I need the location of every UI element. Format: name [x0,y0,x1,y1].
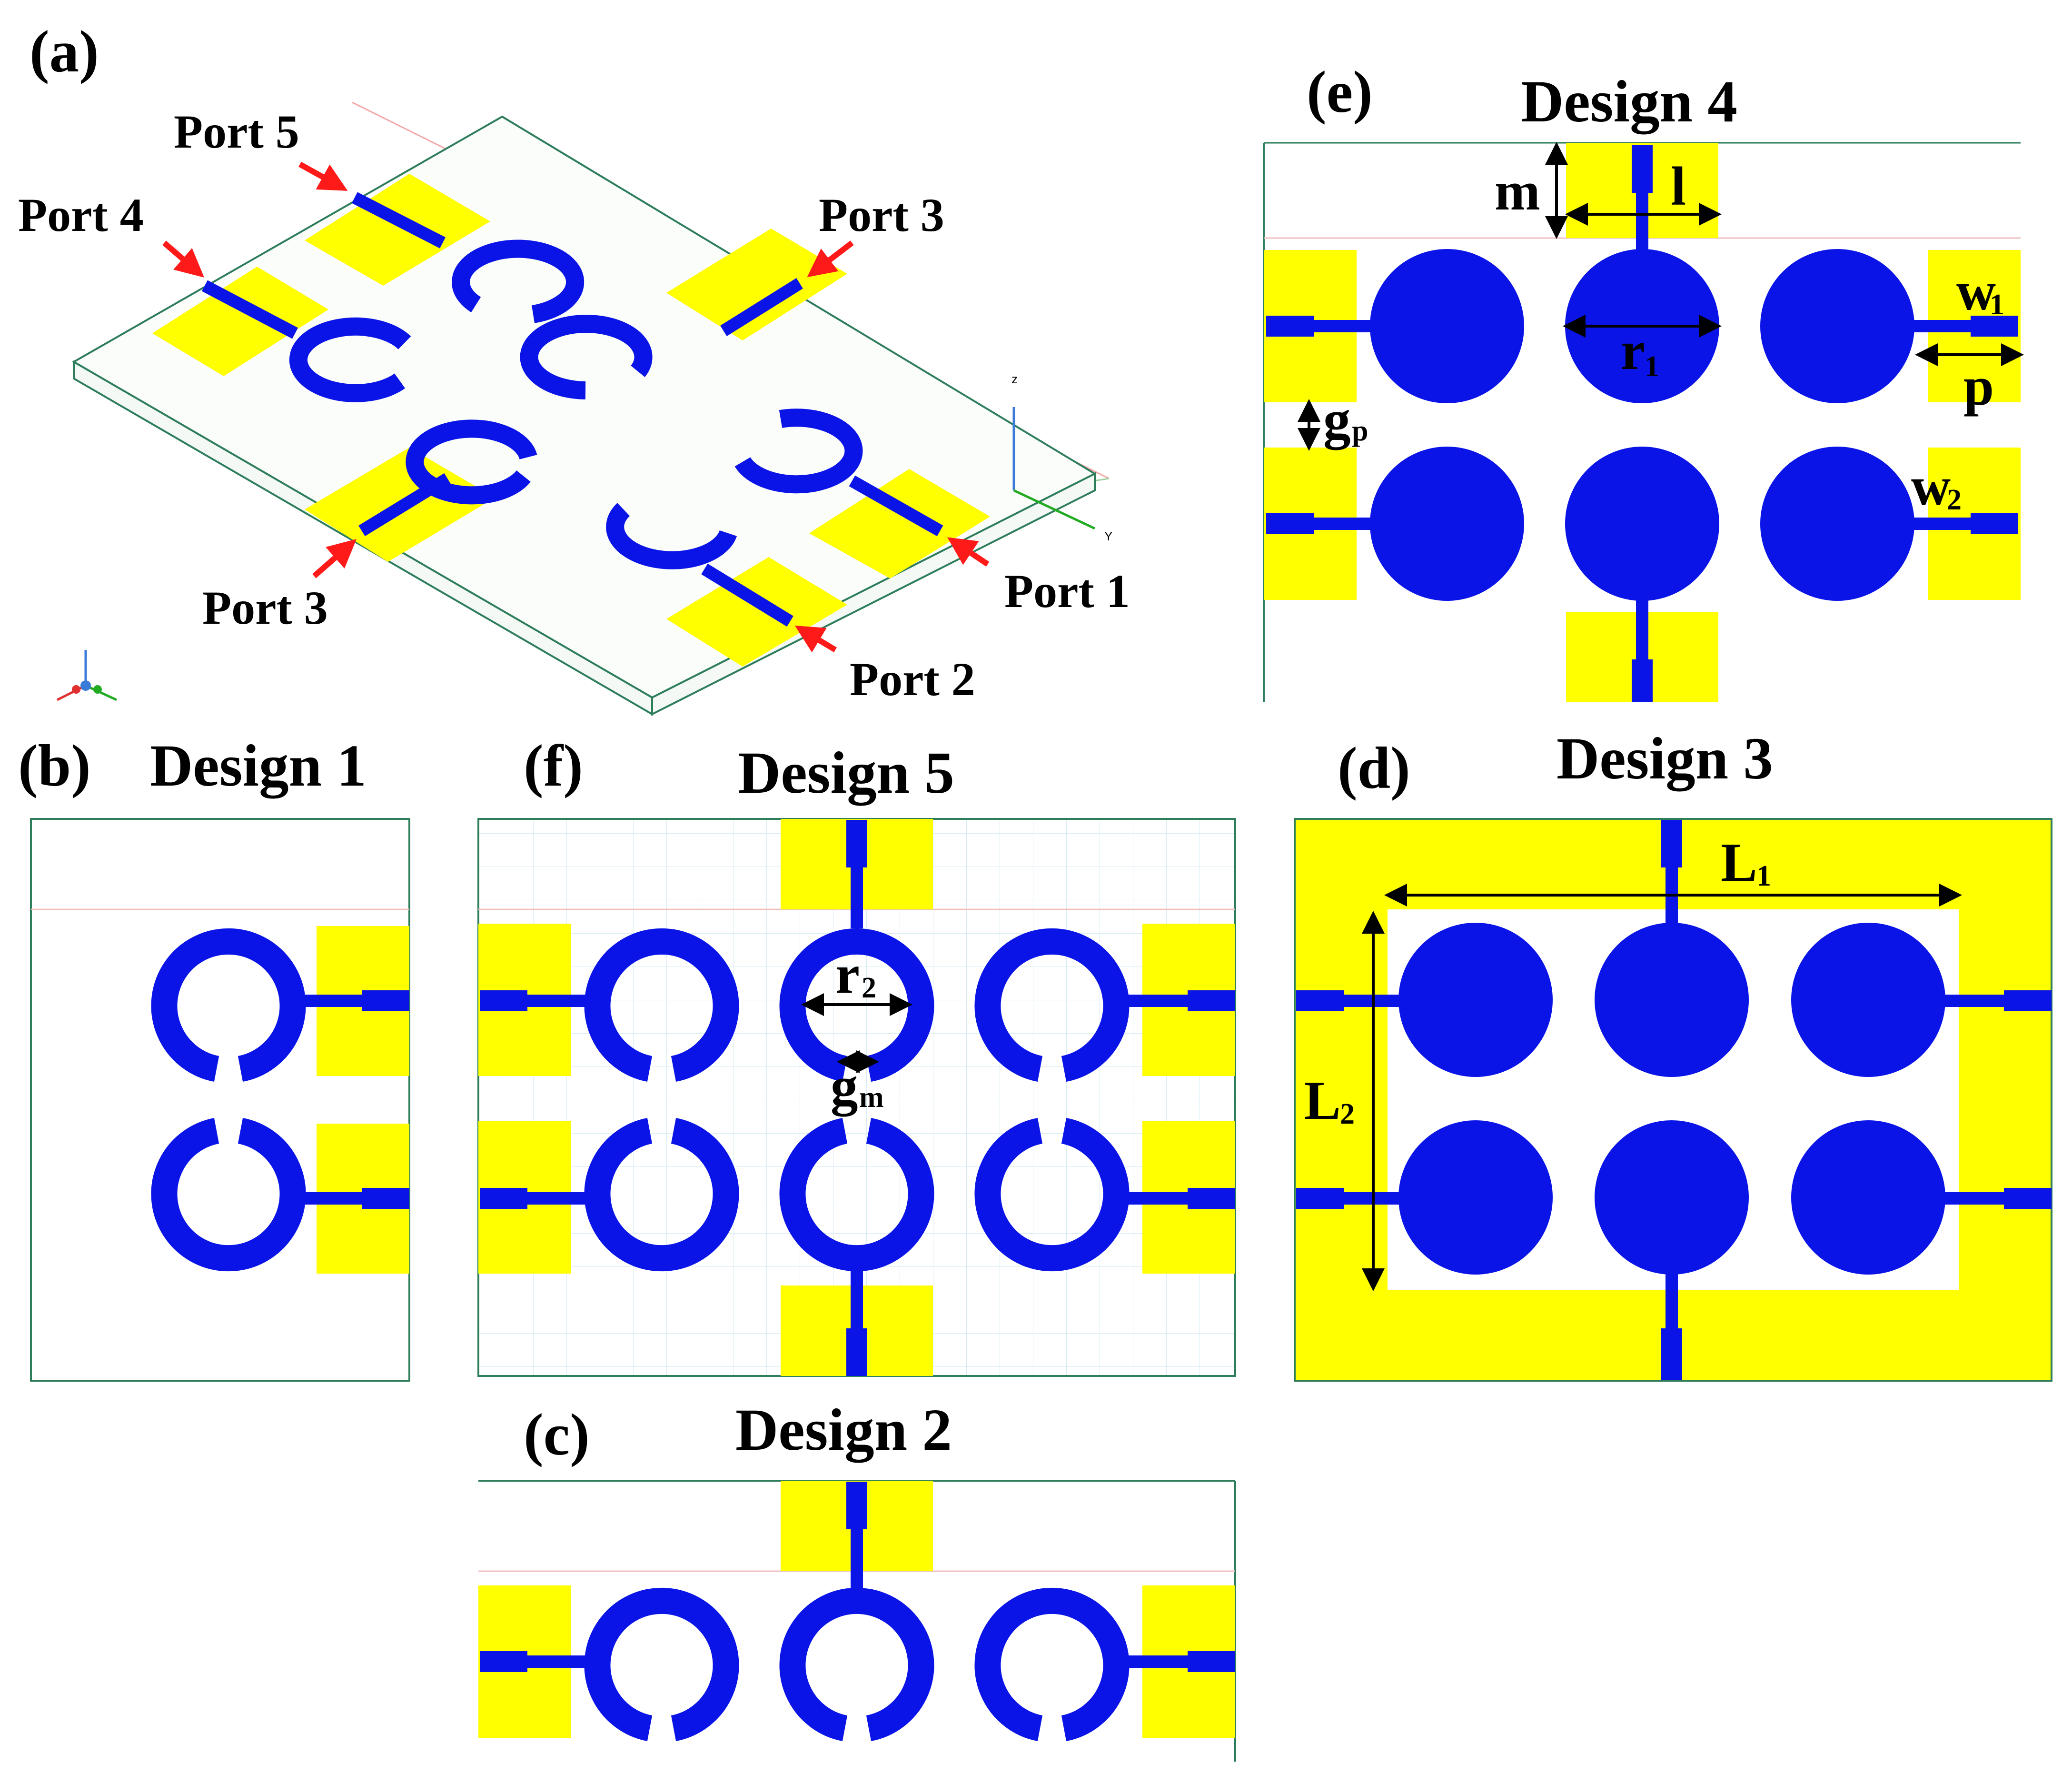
axis-z-label: z [1011,372,1018,386]
axis-triad-icon [56,650,118,701]
board-3d: z Y [56,101,1112,716]
dim-gm: g m [831,1056,884,1116]
dim-l: l [1671,156,1686,217]
port-3-bottom-label: Port 3 [202,581,328,634]
svg-text:1: 1 [1645,350,1659,383]
panel-c: (c) Design 2 [478,1397,1236,1762]
axis-y-label: Y [1104,529,1112,543]
svg-text:r: r [835,944,860,1005]
panel-e-label: (e) [1307,60,1373,125]
panel-b: (b) Design 1 [18,733,410,1382]
svg-text:L: L [1304,1070,1341,1131]
svg-text:2: 2 [1947,484,1962,516]
dim-L1: L 1 [1721,832,1771,893]
dim-w2: w 2 [1911,456,1962,517]
svg-text:2: 2 [862,972,876,1004]
svg-text:w: w [1911,456,1951,517]
svg-text:1: 1 [1990,289,2004,321]
svg-text:p: p [1352,415,1368,447]
panel-e-title: Design 4 [1521,69,1737,135]
panel-f-label: (f) [524,733,583,799]
dim-r1: r 1 [1621,320,1659,383]
svg-text:m: m [859,1081,884,1114]
panel-d-label: (d) [1338,736,1410,801]
panel-e: (e) Design 4 m [1263,60,2024,702]
svg-text:g: g [831,1056,858,1116]
svg-text:L: L [1721,832,1757,893]
svg-text:w: w [1956,261,1996,321]
svg-text:2: 2 [1340,1098,1355,1130]
svg-text:r: r [1621,320,1645,381]
port-3-top-label: Port 3 [819,189,944,241]
port-5-label: Port 5 [174,105,299,158]
panel-b-label: (b) [18,733,91,799]
panel-a-label: (a) [30,19,99,85]
dim-L2: L 2 [1304,1070,1355,1131]
port-1-label: Port 1 [1004,565,1130,618]
port-4-label: Port 4 [18,189,144,241]
panel-d: (d) Design 3 L 1 L 2 [1294,726,2052,1382]
panel-f-title: Design 5 [738,740,954,806]
panel-b-title: Design 1 [150,733,367,799]
panel-c-label: (c) [524,1402,590,1468]
panel-a: (a) [18,19,1130,716]
dim-p: p [1963,356,1994,417]
svg-text:g: g [1323,389,1351,450]
panel-c-title: Design 2 [735,1397,952,1463]
dim-w1: w 1 [1956,261,2004,321]
panel-f: (f) Design 5 r [477,733,1236,1377]
port-2-label: Port 2 [850,653,975,706]
svg-text:1: 1 [1756,860,1771,892]
panel-d-title: Design 3 [1556,726,1773,792]
dim-gp: g p [1323,389,1368,450]
dim-m: m [1495,161,1540,221]
dim-r2: r 2 [835,944,876,1005]
